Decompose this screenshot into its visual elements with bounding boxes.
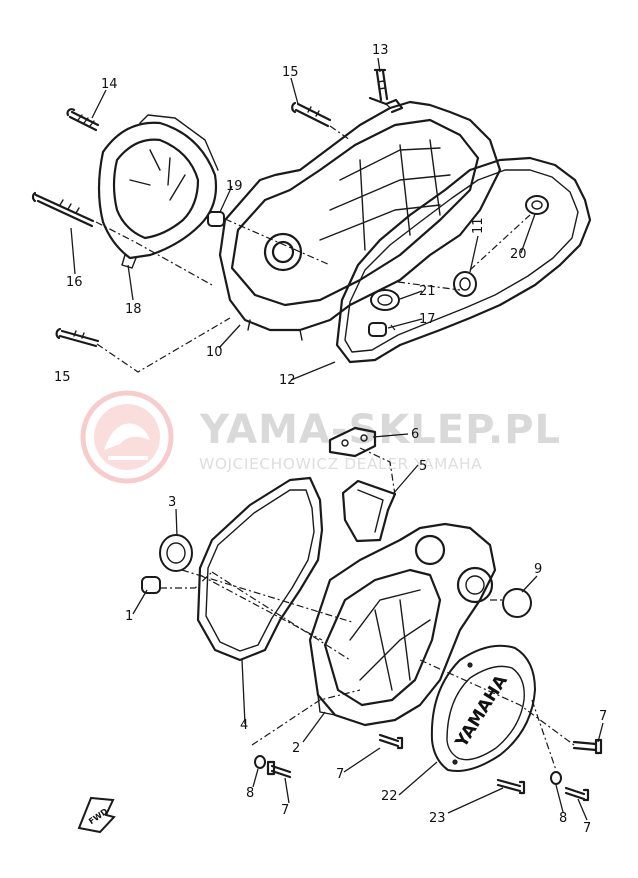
callout-1: 1 xyxy=(125,609,133,624)
bolt-7-center xyxy=(378,733,404,750)
watermark-title: YAMA-SKLEP.PL xyxy=(199,407,561,453)
bolt-7-right-lower xyxy=(564,786,590,802)
crankcase-cover-2 xyxy=(308,522,497,727)
watermark: YAMA-SKLEP.PL WOJCIECHOWICZ DEALER YAMAH… xyxy=(80,390,561,484)
callout-21: 21 xyxy=(419,284,436,299)
dowel-19 xyxy=(207,211,225,227)
watermark-logo xyxy=(80,390,174,484)
callout-7-left: 7 xyxy=(281,803,289,818)
callout-5: 5 xyxy=(419,459,427,474)
bolt-7-left xyxy=(266,760,292,779)
magneto-housing-18 xyxy=(97,114,219,269)
bolt-13 xyxy=(373,68,389,102)
callout-15-lower: 15 xyxy=(54,370,71,385)
callout-19: 19 xyxy=(226,179,243,194)
leader-lines xyxy=(70,57,604,821)
bolt-15-lower xyxy=(55,327,100,348)
callout-7-right-lower: 7 xyxy=(583,821,591,836)
callout-6: 6 xyxy=(411,427,419,442)
oil-seal-11 xyxy=(453,271,477,297)
callout-16: 16 xyxy=(66,275,83,290)
callout-8-left: 8 xyxy=(246,786,254,801)
callout-13: 13 xyxy=(372,43,389,58)
callout-18: 18 xyxy=(125,302,142,317)
callout-9: 9 xyxy=(534,562,542,577)
guide-bracket-5 xyxy=(341,479,397,543)
callout-17: 17 xyxy=(419,312,436,327)
plug-9 xyxy=(502,588,532,618)
callout-20: 20 xyxy=(510,247,527,262)
callout-10: 10 xyxy=(206,345,223,360)
watermark-subtitle: WOJCIECHOWICZ DEALER YAMAHA xyxy=(199,455,482,473)
fwd-arrow-icon: FWD xyxy=(77,796,116,834)
callout-labels: 13 15 14 19 11 20 16 18 21 17 10 15 12 6… xyxy=(54,43,607,836)
oil-seal-20 xyxy=(525,195,549,215)
callout-22: 22 xyxy=(381,789,398,804)
bolt-7-right-upper xyxy=(572,738,603,755)
callout-11: 11 xyxy=(471,217,486,234)
callout-8-right: 8 xyxy=(559,811,567,826)
callout-2: 2 xyxy=(292,741,300,756)
plate-6 xyxy=(328,426,377,458)
bolt-15-top xyxy=(291,101,332,128)
washer-8-right xyxy=(550,771,562,785)
dowel-17 xyxy=(368,322,387,337)
oil-seal-3 xyxy=(159,534,193,572)
callout-3: 3 xyxy=(168,495,176,510)
callout-14: 14 xyxy=(101,77,118,92)
callout-7-right-upper: 7 xyxy=(599,709,607,724)
oil-seal-21 xyxy=(370,289,400,311)
gasket-12 xyxy=(335,156,592,364)
callout-23: 23 xyxy=(429,811,446,826)
callout-15-top: 15 xyxy=(282,65,299,80)
bolt-23 xyxy=(496,778,526,795)
bolt-16 xyxy=(31,191,95,228)
callout-4: 4 xyxy=(240,718,248,733)
crankcase-cover-10 xyxy=(218,96,502,341)
gasket-4 xyxy=(196,476,324,662)
callout-7-center: 7 xyxy=(336,767,344,782)
washer-8-left xyxy=(254,755,266,769)
bolt-14 xyxy=(66,108,100,132)
callout-12: 12 xyxy=(279,373,296,388)
dowel-1 xyxy=(141,576,161,594)
